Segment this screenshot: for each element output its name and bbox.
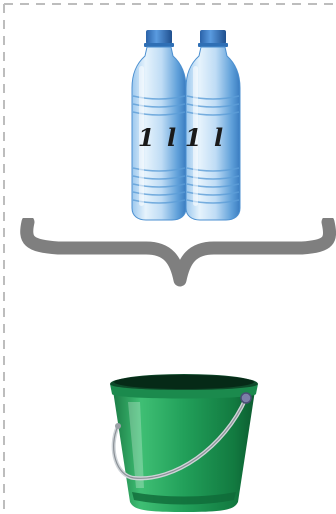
curly-brace-icon <box>18 218 336 292</box>
bucket-icon <box>104 368 264 514</box>
bottle-volume-label: 1 l <box>133 123 183 152</box>
bottle-volume-label: 1 l <box>180 123 230 152</box>
